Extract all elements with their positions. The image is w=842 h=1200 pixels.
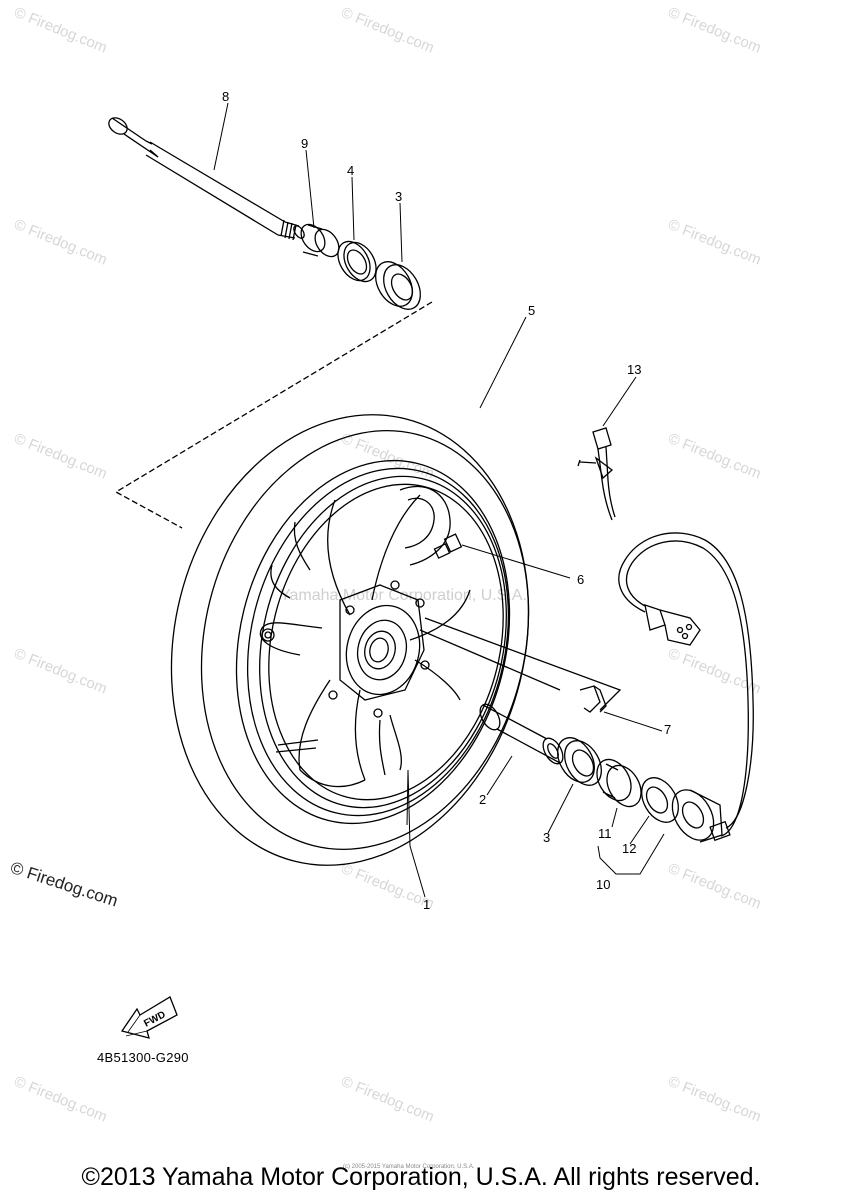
cable-tie	[577, 427, 616, 521]
speed-sensor-housing	[671, 789, 731, 843]
callout-8: 8	[222, 89, 229, 104]
callout-11: 11	[598, 826, 612, 841]
sensor-connector	[644, 604, 701, 646]
callout-2: 2	[479, 792, 486, 807]
sensor-cable	[625, 540, 749, 837]
oil-seal	[337, 240, 377, 283]
spacer	[479, 703, 564, 765]
diagram-code: 4B51300-G290	[97, 1050, 189, 1065]
callout-3: 3	[395, 189, 402, 204]
callout-3: 3	[543, 830, 550, 845]
callout-10: 10	[596, 877, 610, 892]
copyright-notice: ©2013 Yamaha Motor Corporation, U.S.A. A…	[81, 1163, 761, 1191]
callout-12: 12	[622, 841, 636, 856]
valve	[433, 533, 463, 559]
bearing-lower	[557, 737, 602, 786]
sensor-seal	[641, 777, 679, 823]
fwd-arrow-icon	[120, 996, 178, 1039]
callout-4: 4	[347, 163, 354, 178]
leader-lines	[213, 102, 665, 898]
explode-line	[419, 617, 622, 711]
callout-7: 7	[664, 722, 671, 737]
collar	[300, 223, 340, 258]
clutch	[596, 758, 642, 808]
callout-13: 13	[627, 362, 641, 377]
small-copyright-note: (c) 2005-2015 Yamaha Motor Corporation, …	[343, 1164, 475, 1170]
callout-9: 9	[301, 136, 308, 151]
callout-6: 6	[577, 572, 584, 587]
front-axle	[108, 117, 305, 241]
callout-1: 1	[423, 897, 430, 912]
bearing-upper	[375, 261, 421, 310]
wheel-assembly	[170, 414, 530, 866]
sensor-cable	[618, 532, 754, 829]
band	[579, 685, 607, 713]
explode-line	[114, 301, 433, 529]
callout-5: 5	[528, 303, 535, 318]
